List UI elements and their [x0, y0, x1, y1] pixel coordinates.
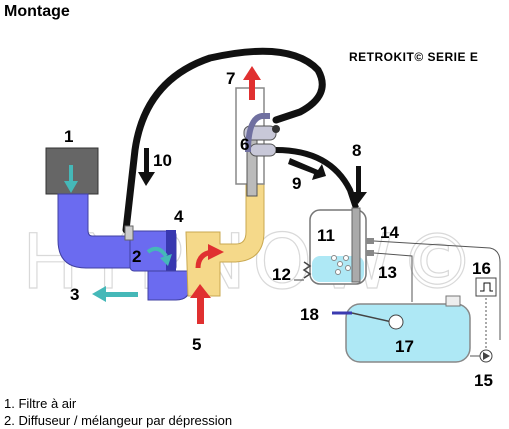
diffuser-flange: [166, 230, 176, 272]
callout-1: 1: [64, 127, 73, 146]
connector-screw: [272, 125, 280, 133]
cell-outlet-top: [366, 238, 374, 244]
legend-item: 2. Diffuseur / mélangeur par dépression: [4, 413, 233, 428]
sensor-pulse-icon: [480, 282, 493, 292]
exhaust-arrow: [243, 66, 261, 80]
water-inlet-arrow: [350, 192, 367, 204]
tank-fill-cap: [445, 295, 461, 307]
float-ball: [388, 314, 404, 330]
callout-11: 11: [317, 226, 335, 245]
outlet-arrow-shaft: [104, 292, 138, 297]
callout-16: 16: [472, 259, 491, 278]
callout-3: 3: [70, 285, 79, 304]
gas-hose: [275, 147, 359, 209]
mixer-flow-arrowhead: [160, 254, 172, 266]
return-line: [373, 252, 413, 302]
gas-flow-arrow: [288, 158, 326, 180]
callout-8: 8: [352, 141, 361, 160]
bubble: [335, 269, 341, 275]
mixer-flow-arrow: [146, 246, 168, 258]
feed-wire: [373, 240, 501, 340]
filter-flow-arrowhead: [64, 181, 78, 193]
callout-17: 17: [395, 337, 414, 356]
vacuum-arrow-shaft: [144, 148, 149, 174]
callout-14: 14: [380, 223, 399, 242]
exhaust-arrow-shaft: [249, 80, 255, 100]
bubble: [331, 255, 337, 261]
outlet-elbow: [147, 270, 191, 301]
cell-electrode: [351, 207, 361, 283]
bubble: [337, 261, 343, 267]
bubble: [345, 265, 351, 271]
recirculation-hose: [122, 47, 326, 234]
brand-label: RETROKIT© SERIE E: [349, 50, 479, 64]
callout-12: 12: [272, 265, 291, 284]
callout-18: 18: [300, 305, 319, 324]
connector-collar: [249, 143, 277, 157]
vacuum-arrow: [138, 172, 155, 186]
cell-outlet-bottom: [366, 250, 374, 256]
callout-15: 15: [474, 371, 493, 390]
legend-item: 1. Filtre à air: [4, 396, 77, 411]
callout-9: 9: [292, 174, 301, 193]
callout-7: 7: [226, 69, 235, 88]
callout-13: 13: [378, 263, 397, 282]
callout-5: 5: [192, 335, 201, 354]
outlet-arrow: [92, 286, 106, 302]
bubble: [343, 255, 349, 261]
air-inlet-arrow: [190, 284, 211, 298]
sensor-pin: [124, 225, 134, 241]
float-arm: [351, 312, 393, 323]
connector-elbow: [245, 113, 270, 153]
callout-2: 2: [132, 247, 141, 266]
air-inlet-arrow-shaft: [197, 296, 204, 324]
callout-6: 6: [240, 135, 249, 154]
turbo-flow-arrowhead: [208, 244, 224, 260]
water-inlet-arrow-shaft: [356, 166, 361, 194]
legend-list: 1. Filtre à air 2. Diffuseur / mélangeur…: [4, 395, 505, 429]
callout-10: 10: [153, 151, 172, 170]
page-title: Montage: [4, 3, 70, 20]
level-sensor: [475, 277, 497, 297]
callout-4: 4: [174, 207, 184, 226]
pump-direction-icon: [483, 352, 490, 360]
heater-coil: [302, 261, 312, 279]
